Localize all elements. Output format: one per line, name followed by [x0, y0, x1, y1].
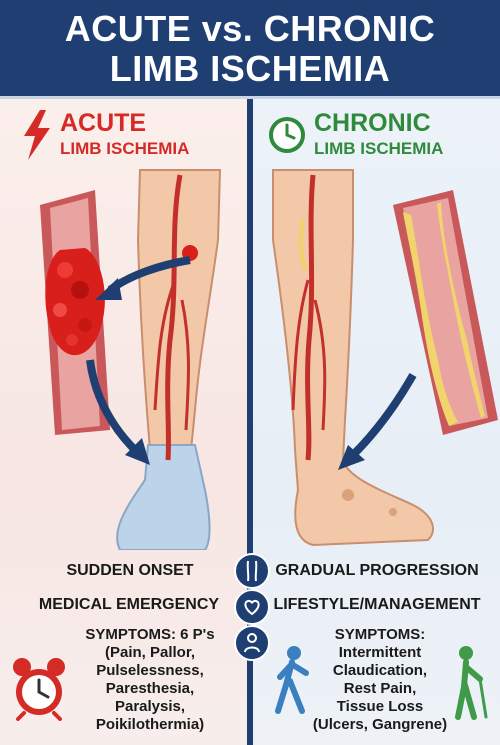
- main-title-line2: LIMB ISCHEMIA: [109, 48, 391, 89]
- symptom-line: SYMPTOMS: 6 P's: [85, 626, 215, 643]
- arrow-icon: [338, 373, 417, 470]
- chronic-onset: GRADUAL PROGRESSION: [275, 562, 479, 579]
- limb-icon: [234, 553, 270, 589]
- acute-title: ACUTE: [60, 109, 147, 137]
- chronic-subtitle: LIMB ISCHEMIA: [314, 139, 444, 158]
- symptom-line: Pulselessness,: [96, 662, 204, 679]
- chronic-heading: CHRONIC LIMB ISCHEMIA: [314, 108, 443, 160]
- acute-illustration: [40, 169, 222, 550]
- symptom-line: Rest Pain,: [343, 680, 417, 697]
- chronic-illustration: [272, 169, 498, 547]
- lightning-icon: [24, 110, 50, 160]
- narrowed-artery-illustration: [393, 190, 498, 435]
- acute-heading: ACUTE LIMB ISCHEMIA: [60, 108, 189, 160]
- heart-hand-icon: [234, 589, 270, 625]
- acute-leg-illustration: [116, 169, 222, 550]
- main-title-line1: ACUTE vs. CHRONIC: [64, 8, 436, 49]
- chronic-symptoms: SYMPTOMS: Intermittent Claudication, Res…: [300, 626, 460, 734]
- symptom-line: Tissue Loss: [336, 698, 424, 715]
- symptom-line: Claudication,: [332, 662, 428, 679]
- acute-urgency: MEDICAL EMERGENCY: [38, 596, 220, 613]
- chronic-title: CHRONIC: [314, 109, 431, 137]
- center-divider: [247, 99, 253, 745]
- symptom-line: Poikilothermia): [95, 716, 205, 733]
- acute-onset: SUDDEN ONSET: [66, 562, 194, 579]
- symptom-line: Paresthesia,: [105, 680, 195, 697]
- symptom-line: SYMPTOMS:: [334, 626, 426, 643]
- chronic-leg-illustration: [272, 169, 434, 547]
- person-with-cane-icon: [455, 646, 488, 720]
- symptom-line: Intermittent: [338, 644, 422, 661]
- symptom-line: Paralysis,: [114, 698, 186, 715]
- arrow-icon: [86, 256, 191, 465]
- acute-symptoms: SYMPTOMS: 6 P's (Pain, Pallor, Pulseless…: [60, 626, 240, 734]
- acute-subtitle: LIMB ISCHEMIA: [60, 139, 190, 158]
- alarm-clock-icon: [13, 658, 65, 721]
- walking-person-icon: [275, 646, 309, 714]
- symptom-line: (Ulcers, Gangrene): [312, 716, 448, 733]
- symptom-line: (Pain, Pallor,: [104, 644, 196, 661]
- header-banner: ACUTE vs. CHRONIC LIMB ISCHEMIA: [0, 0, 500, 99]
- clock-icon: [269, 117, 305, 153]
- chronic-urgency: LIFESTYLE/MANAGEMENT: [273, 596, 481, 613]
- person-pain-icon: [234, 625, 270, 661]
